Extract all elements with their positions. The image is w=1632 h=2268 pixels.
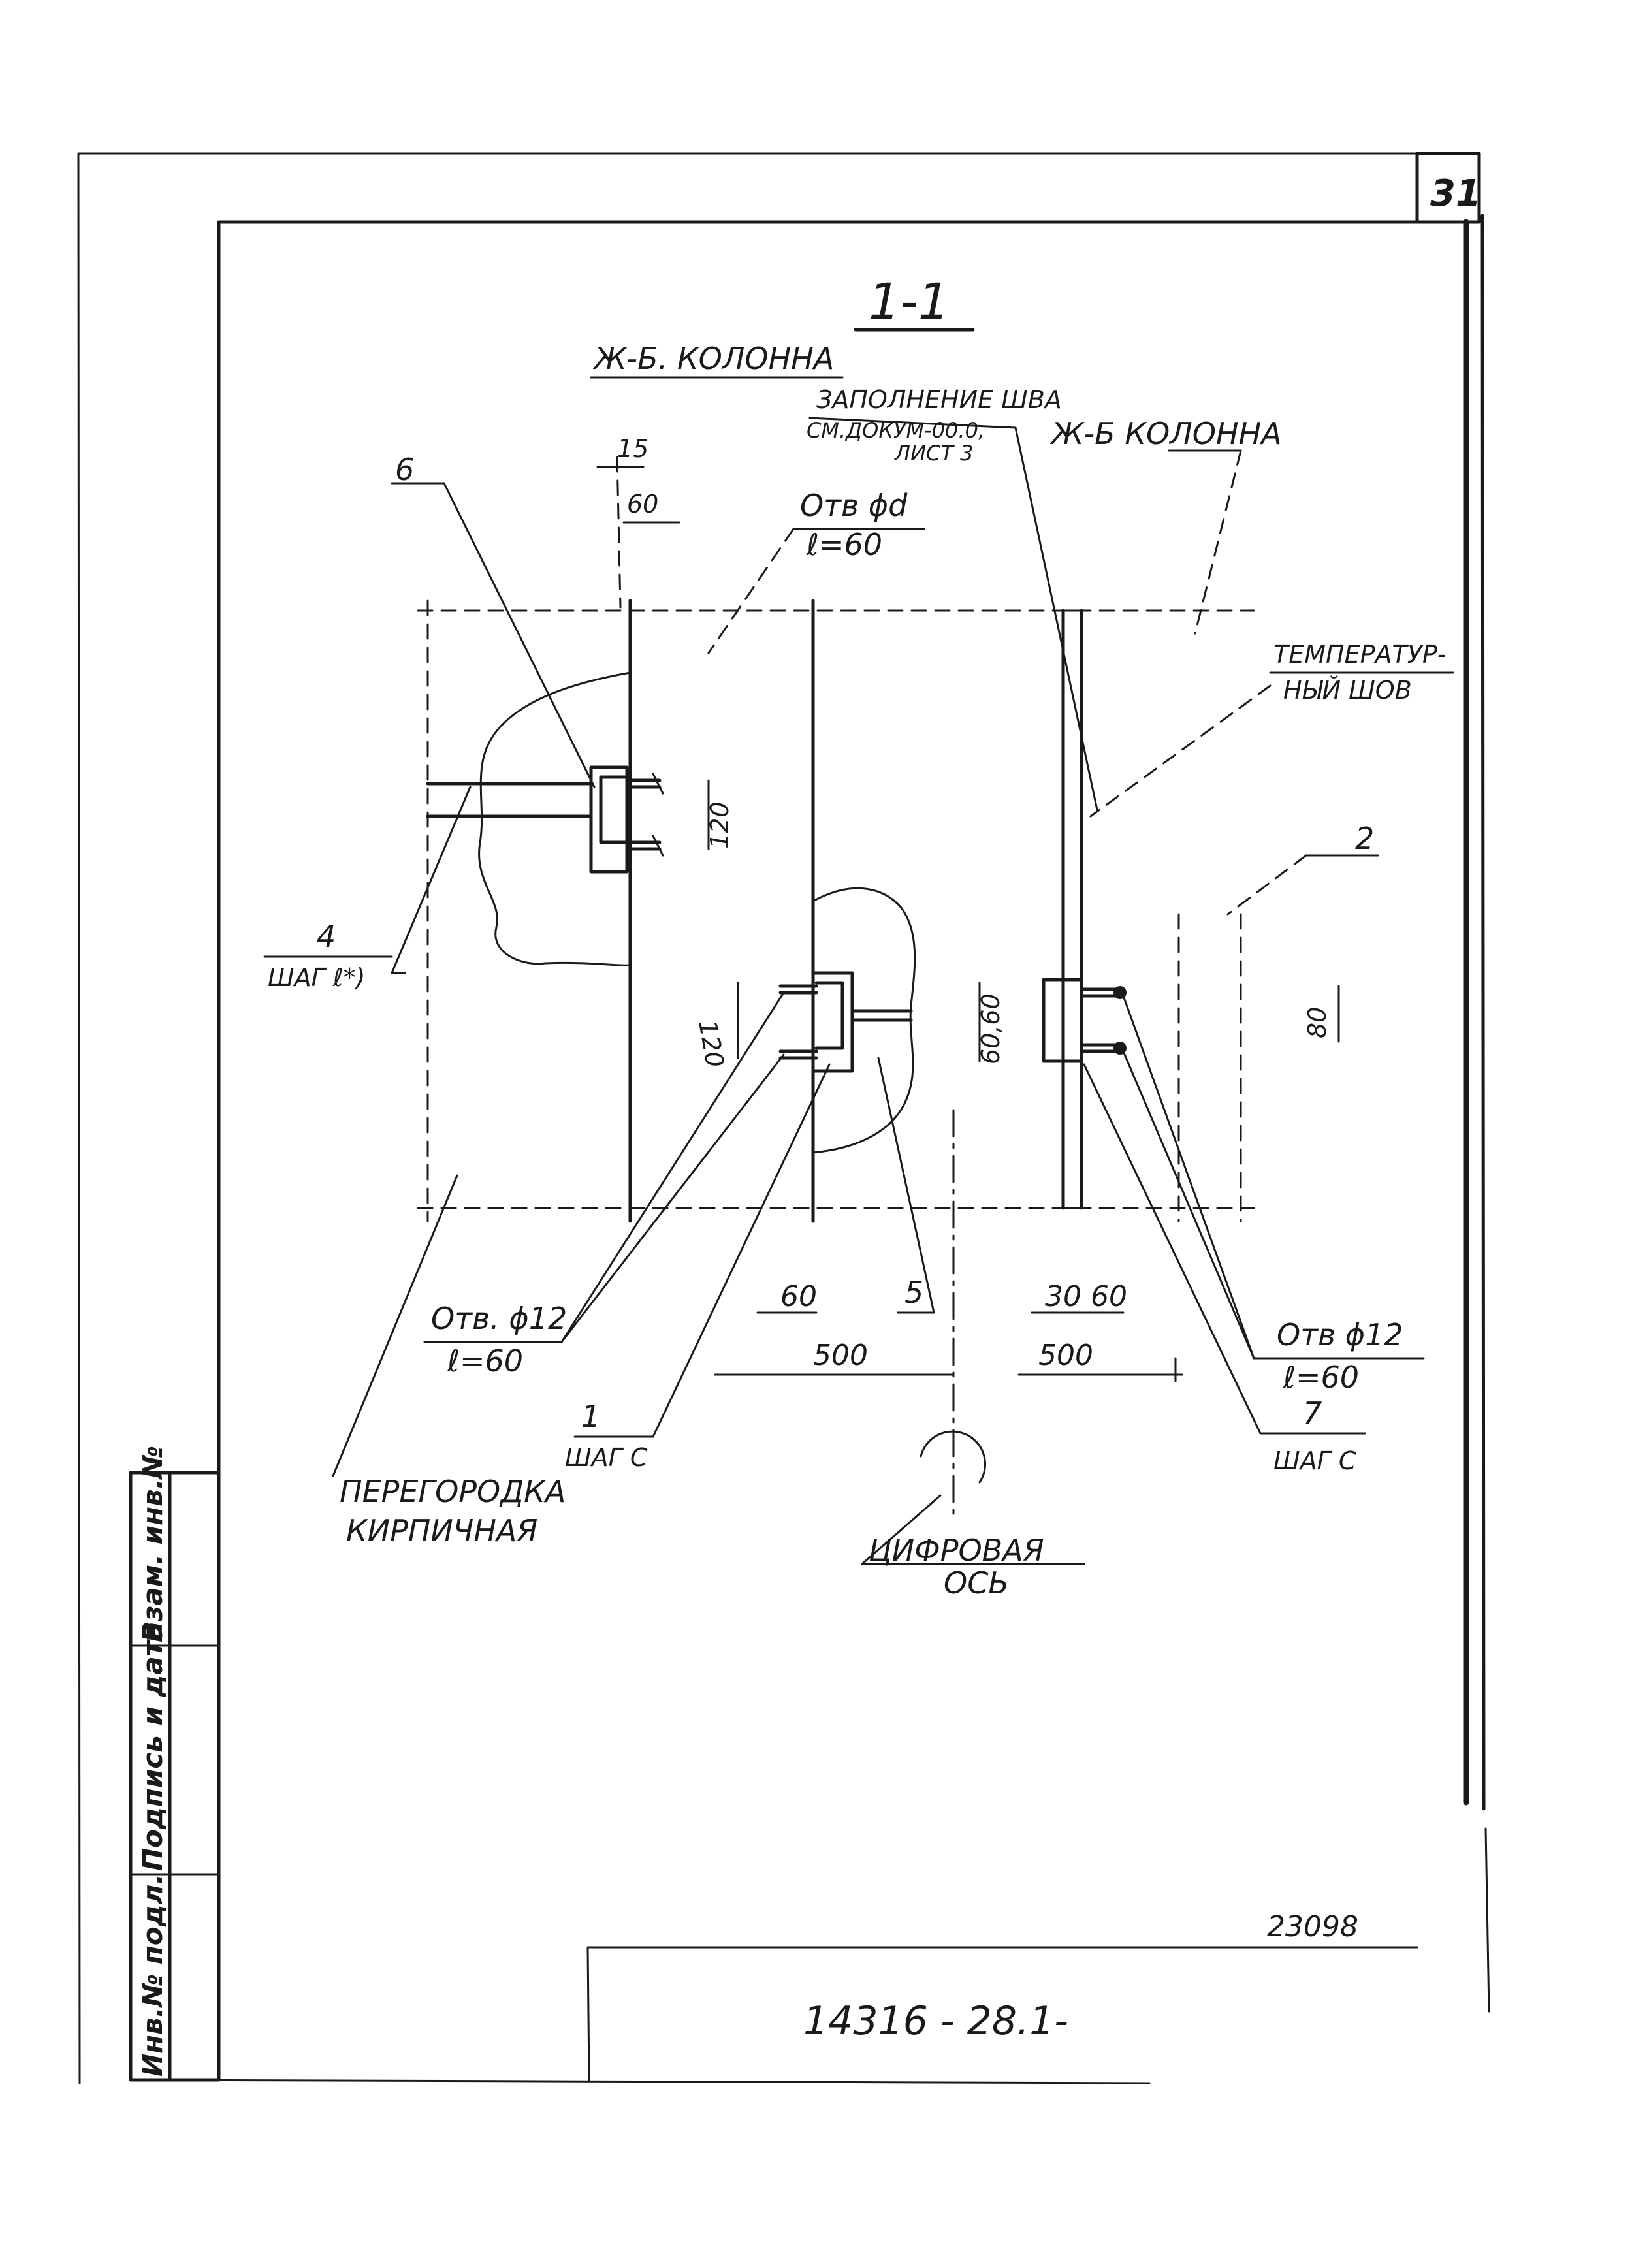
- stamp-podpis-i-data: Подпись и дата: [136, 1622, 168, 1871]
- label-hole12-right-1: Отв ϕ12: [1277, 1317, 1403, 1352]
- page-number: 31: [1430, 172, 1481, 215]
- leader-lines: [332, 417, 1454, 1565]
- label-mark-6: 6: [395, 452, 414, 487]
- dim-60-top: 60: [627, 490, 658, 519]
- dim-30: 30: [1045, 1280, 1081, 1313]
- label-axis-2: ОСЬ: [944, 1565, 1009, 1601]
- label-temp-joint-1: ТЕМПЕРАТУР-: [1273, 640, 1447, 669]
- label-mark-7-step: ШАГ С: [1273, 1446, 1356, 1475]
- dim-500-left: 500: [813, 1339, 868, 1372]
- label-mark-5: 5: [904, 1275, 923, 1310]
- label-axis-1: ЦИФРОВАЯ: [869, 1533, 1044, 1568]
- anchor-bracket-left: [589, 765, 664, 874]
- label-column-right: Ж-Б КОЛОННА: [1049, 416, 1282, 451]
- label-partition-1: ПЕРЕГОРОДКА: [340, 1474, 566, 1509]
- dim-60-bottom: 60: [780, 1280, 817, 1313]
- label-hole12-left-1: Отв. ϕ12: [431, 1301, 567, 1336]
- section-title: 1-1: [869, 272, 950, 330]
- column-left-hatch: [478, 671, 632, 966]
- label-seam-fill-1: ЗАПОЛНЕНИЕ ШВА: [816, 385, 1062, 414]
- label-hole-d-1: Отв ϕd: [800, 488, 908, 523]
- label-mark-4: 4: [317, 919, 336, 954]
- sheet-frame: [77, 152, 1490, 2084]
- stamp-vzam-inv-no: Взам. инв.№: [136, 1446, 168, 1642]
- anchor-bracket-mid: [778, 971, 913, 1073]
- stamp-inv-no-podl: Инв.№ подл.: [136, 1874, 168, 2077]
- dim-120-left: 120: [705, 801, 734, 849]
- label-hole12-left-2: ℓ=60: [447, 1343, 523, 1379]
- label-mark-1-step: ШАГ С: [565, 1443, 648, 1472]
- label-hole12-right-2: ℓ=60: [1283, 1360, 1359, 1395]
- dim-80: 80: [1303, 1007, 1332, 1038]
- label-mark-2: 2: [1355, 821, 1374, 856]
- label-mark-1: 1: [581, 1399, 600, 1434]
- label-hole-d-2: ℓ=60: [806, 527, 882, 562]
- label-mark-4-step: ШАГ ℓ*): [268, 963, 365, 992]
- label-column-left: Ж-Б. КОЛОННА: [592, 341, 834, 376]
- column-mid-hatch: [812, 887, 916, 1154]
- embedded-plate-right: [1042, 978, 1127, 1063]
- dim-60-right: 60: [1091, 1280, 1127, 1313]
- partition-wall-left: [426, 782, 593, 818]
- archive-number: 23098: [1267, 1910, 1358, 1943]
- dim-15: 15: [617, 434, 648, 463]
- dimension-lines: [596, 466, 1340, 1382]
- dim-500-right: 500: [1038, 1339, 1093, 1372]
- dim-120-mid: 120: [693, 1018, 729, 1070]
- stamp-column: [129, 1471, 221, 2082]
- temperature-seam-fill: [1062, 609, 1083, 1209]
- label-seam-fill-2: СМ.ДОКУМ-00.0,: [807, 418, 985, 443]
- label-mark-7: 7: [1303, 1396, 1322, 1431]
- label-temp-joint-2: НЫЙ ШОВ: [1283, 676, 1412, 705]
- document-code: 14316 - 28.1-: [803, 1998, 1068, 2044]
- label-partition-2: КИРПИЧНАЯ: [346, 1513, 537, 1548]
- axis-marker: [920, 1430, 987, 1484]
- label-seam-fill-3: ЛИСТ 3: [894, 441, 973, 466]
- dim-60-60: 60,60: [976, 993, 1005, 1064]
